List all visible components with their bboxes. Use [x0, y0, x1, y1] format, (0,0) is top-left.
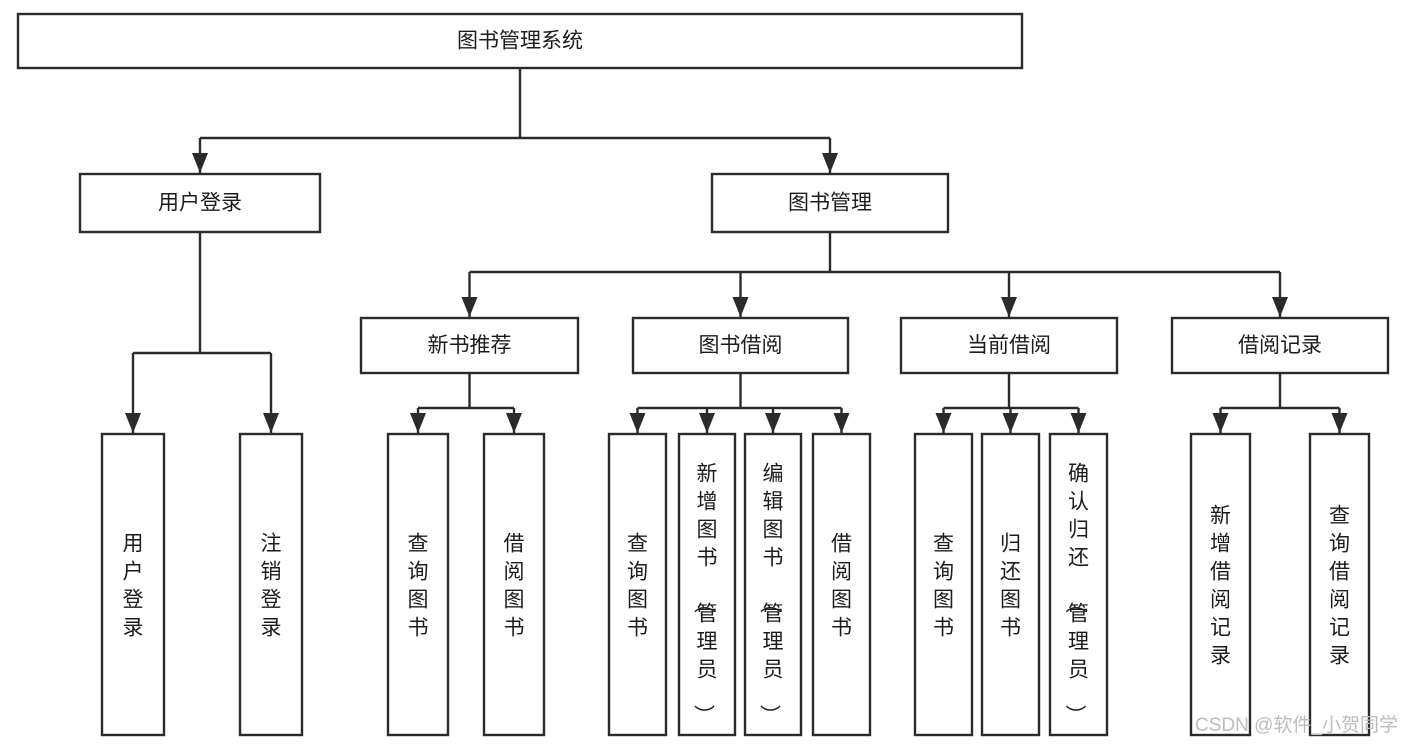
node-label-user-login: 用户登录 [158, 192, 242, 215]
node-label-leaf-borrow-book-2: 借阅图书 [831, 532, 852, 639]
conn-book-manage-arrow-1 [732, 297, 749, 317]
node-box-leaf-borrow-book-2[interactable] [811, 432, 872, 737]
node-label-leaf-add-book: 新增图书（管理员） [692, 462, 718, 725]
node-box-leaf-add-book[interactable] [677, 432, 737, 737]
node-box-leaf-user-login[interactable] [100, 432, 166, 737]
node-label-leaf-return-book: 归还图书 [1000, 532, 1021, 639]
node-label-leaf-borrow-book-1: 借阅图书 [504, 532, 525, 639]
node-root[interactable]: 图书管理系统 [16, 12, 1024, 70]
conn-book-borrow-arrow-0 [629, 413, 646, 433]
node-box-root[interactable] [16, 12, 1024, 70]
conn-book-borrow-arrow-2 [765, 413, 781, 433]
node-box-new-book-recommend[interactable] [359, 316, 580, 375]
csdn-watermark: CSDN @软件_小贺同学 [1195, 714, 1398, 736]
node-box-leaf-query-book-1[interactable] [386, 432, 450, 737]
node-box-current-borrow[interactable] [899, 316, 1119, 375]
conn-borrow-record-arrow-1 [1331, 413, 1348, 433]
node-box-leaf-query-book-2[interactable] [607, 432, 668, 737]
node-label-leaf-add-record: 新增借阅记录 [1210, 504, 1231, 667]
node-leaf-borrow-book-1[interactable]: 借阅图书 [482, 432, 546, 737]
node-box-leaf-query-record[interactable] [1308, 432, 1371, 737]
conn-book-manage-arrow-3 [1272, 297, 1288, 317]
node-box-leaf-edit-book[interactable] [743, 432, 803, 737]
node-box-book-borrow[interactable] [631, 316, 850, 375]
node-label-leaf-query-book-1: 查询图书 [408, 532, 429, 639]
node-box-leaf-borrow-book-1[interactable] [482, 432, 546, 737]
node-leaf-edit-book[interactable]: 编辑图书（管理员） [743, 432, 803, 737]
node-leaf-logout-login[interactable]: 注销登录 [238, 432, 304, 737]
conn-root-arrow-1 [822, 153, 838, 173]
conn-borrow-record-arrow-0 [1212, 413, 1229, 433]
node-label-leaf-user-login: 用户登录 [123, 532, 144, 639]
node-leaf-user-login[interactable]: 用户登录 [100, 432, 166, 737]
conn-book-manage-arrow-0 [461, 297, 478, 317]
node-label-leaf-confirm-return: 确认归还（管理员） [1063, 462, 1089, 725]
node-leaf-add-book[interactable]: 新增图书（管理员） [677, 432, 737, 737]
node-label-book-manage: 图书管理 [788, 192, 872, 215]
node-label-current-borrow: 当前借阅 [967, 334, 1051, 357]
conn-current-borrow-arrow-2 [1070, 413, 1087, 433]
node-label-leaf-edit-book: 编辑图书（管理员） [758, 462, 784, 725]
node-label-new-book-recommend: 新书推荐 [428, 334, 512, 357]
node-layer: 新书推荐图书借阅当前借阅借阅记录用户登录图书管理图书管理系统用户登录注销登录查询… [16, 12, 1390, 737]
conn-book-borrow-arrow-3 [833, 413, 850, 433]
conn-user-login-arrow-0 [125, 413, 141, 433]
node-box-book-manage[interactable] [710, 172, 950, 234]
conn-current-borrow-arrow-1 [1002, 413, 1019, 433]
node-current-borrow[interactable]: 当前借阅 [899, 316, 1119, 375]
node-label-leaf-query-book-2: 查询图书 [627, 532, 648, 639]
node-box-leaf-add-record[interactable] [1189, 432, 1252, 737]
node-box-user-login[interactable] [78, 172, 322, 234]
conn-book-borrow-arrow-1 [699, 413, 715, 433]
conn-new-book-recommend-arrow-0 [410, 413, 426, 433]
node-book-manage[interactable]: 图书管理 [710, 172, 950, 234]
connector-layer [125, 68, 1348, 433]
node-leaf-confirm-return[interactable]: 确认归还（管理员） [1048, 432, 1109, 737]
node-new-book-recommend[interactable]: 新书推荐 [359, 316, 580, 375]
node-label-leaf-query-book-3: 查询图书 [933, 532, 954, 639]
conn-current-borrow-arrow-0 [935, 413, 952, 433]
conn-new-book-recommend-arrow-1 [506, 413, 522, 433]
node-label-root: 图书管理系统 [457, 30, 583, 53]
conn-user-login-arrow-1 [263, 413, 279, 433]
node-book-borrow[interactable]: 图书借阅 [631, 316, 850, 375]
node-leaf-query-record[interactable]: 查询借阅记录 [1308, 432, 1371, 737]
node-leaf-query-book-3[interactable]: 查询图书 [913, 432, 974, 737]
node-label-book-borrow: 图书借阅 [699, 334, 783, 357]
node-label-leaf-logout-login: 注销登录 [261, 532, 282, 639]
node-label-borrow-record: 借阅记录 [1238, 334, 1322, 357]
node-box-leaf-logout-login[interactable] [238, 432, 304, 737]
node-leaf-query-book-2[interactable]: 查询图书 [607, 432, 668, 737]
node-box-borrow-record[interactable] [1170, 316, 1390, 375]
node-label-leaf-query-record: 查询借阅记录 [1329, 504, 1350, 667]
node-box-leaf-return-book[interactable] [980, 432, 1041, 737]
node-box-leaf-query-book-3[interactable] [913, 432, 974, 737]
node-leaf-return-book[interactable]: 归还图书 [980, 432, 1041, 737]
node-leaf-add-record[interactable]: 新增借阅记录 [1189, 432, 1252, 737]
node-leaf-query-book-1[interactable]: 查询图书 [386, 432, 450, 737]
conn-book-manage-arrow-2 [1001, 297, 1017, 317]
node-borrow-record[interactable]: 借阅记录 [1170, 316, 1390, 375]
node-leaf-borrow-book-2[interactable]: 借阅图书 [811, 432, 872, 737]
node-user-login[interactable]: 用户登录 [78, 172, 322, 234]
conn-root-arrow-0 [192, 153, 208, 173]
node-box-leaf-confirm-return[interactable] [1048, 432, 1109, 737]
